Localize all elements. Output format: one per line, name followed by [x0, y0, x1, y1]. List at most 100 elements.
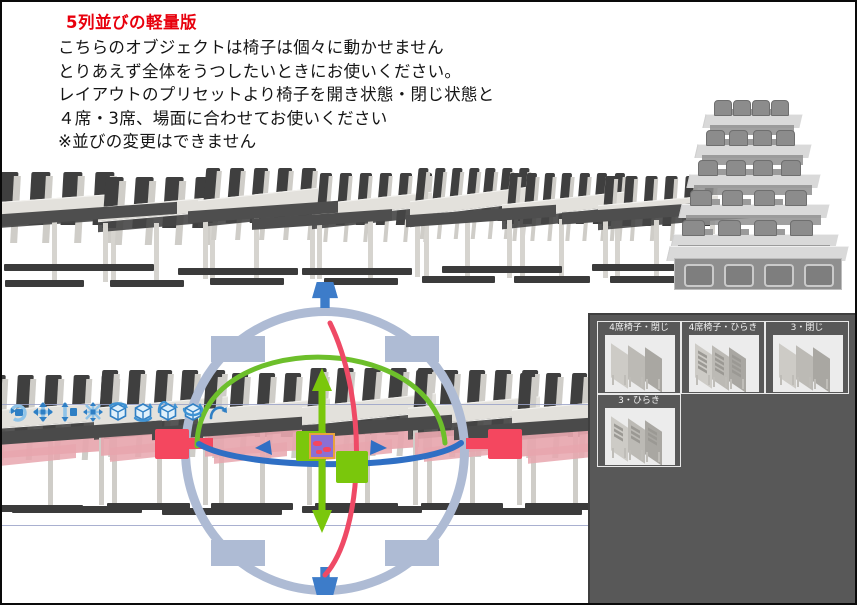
- tier-seat: [682, 220, 705, 236]
- rotate-z-icon[interactable]: [156, 400, 179, 423]
- desk-unit: [198, 167, 319, 285]
- tier-seat: [753, 190, 776, 206]
- thumb-leg: [612, 448, 614, 458]
- floor-shadow: [452, 508, 582, 515]
- desk-shadow: [107, 502, 191, 510]
- desk-leg: [573, 430, 579, 505]
- desk-leg: [414, 215, 420, 278]
- desk-shadow: [211, 502, 294, 510]
- thumb-leg: [814, 379, 816, 389]
- thumb-leg: [725, 377, 727, 387]
- tier-seat: [690, 190, 712, 206]
- desk-leg: [654, 220, 660, 278]
- tier-seat-gap: [743, 199, 752, 205]
- thumb-leg: [612, 375, 614, 385]
- note-line-2: レイアウトのプリセットより椅子を開き状態・閉じ状態と: [58, 85, 495, 104]
- note-line-0: こちらのオブジェクトは椅子は個々に動かせません: [58, 38, 444, 57]
- floor-shadow: [12, 506, 142, 513]
- tier-seat-gap: [773, 169, 782, 175]
- note-line-1: とりあえず全体をうつしたいときにお使いください。: [58, 61, 462, 81]
- tier-riser: [686, 215, 821, 225]
- tier-seat-gap: [718, 169, 727, 175]
- thumb-leg: [624, 375, 626, 385]
- floor-shadow: [302, 506, 422, 513]
- tier-seat-gap: [745, 169, 754, 175]
- desk-leg: [465, 215, 471, 278]
- tier-riser: [694, 185, 812, 195]
- desk-leg: [316, 219, 322, 280]
- desk-leg: [530, 428, 536, 505]
- desk-shadow: [324, 277, 399, 285]
- desk-leg: [254, 216, 260, 280]
- floor-shadow: [4, 264, 154, 271]
- thumb-leg: [646, 452, 648, 462]
- tier-seat: [752, 100, 770, 116]
- thumb-leg: [713, 377, 715, 387]
- tier-row: [670, 88, 848, 288]
- tier-row: [670, 88, 848, 288]
- desk-leg: [368, 219, 374, 280]
- floor-shadow: [302, 268, 412, 275]
- thumb-leg: [646, 379, 648, 389]
- thumb-leg: [809, 377, 811, 387]
- tier-seat-gap: [748, 139, 757, 145]
- desk-leg: [209, 222, 215, 282]
- desk-leg: [203, 430, 209, 505]
- desk-unit: [2, 172, 120, 287]
- desk-leg: [517, 430, 523, 505]
- tier-seat: [729, 130, 749, 146]
- tier-seat: [753, 160, 774, 176]
- tier-base-window: [684, 264, 714, 287]
- desk-leg: [111, 219, 117, 282]
- thumb-leg: [641, 450, 643, 460]
- preset-item[interactable]: 3・ひらき: [597, 394, 681, 467]
- desk-leg: [615, 218, 621, 278]
- thumb-leg: [742, 379, 744, 389]
- move-all-axes-icon[interactable]: [31, 400, 54, 423]
- tier-seat: [790, 220, 813, 236]
- tier-seat: [725, 160, 746, 176]
- rotate-x-icon[interactable]: [106, 400, 129, 423]
- preset-item[interactable]: 4席椅子・閉じ: [597, 321, 681, 394]
- viewport-guide-line-bottom: [2, 525, 855, 526]
- preset-label: 3・ひらき: [618, 396, 660, 406]
- scale-uniform-icon[interactable]: [81, 400, 104, 423]
- thumb-leg: [797, 377, 799, 387]
- reset-arrow-icon[interactable]: [206, 400, 229, 423]
- floor-shadow: [178, 268, 298, 275]
- desk-leg: [260, 430, 266, 505]
- preset-thumbnail: [773, 335, 843, 392]
- tier-base-window: [764, 264, 794, 287]
- tier-riser: [702, 155, 803, 165]
- tier-seat: [706, 130, 726, 146]
- rotate-free-icon[interactable]: [181, 400, 204, 423]
- preset-label: 3・閉じ: [790, 323, 824, 333]
- undo-rotate-icon[interactable]: [6, 400, 29, 423]
- desk-leg: [470, 428, 476, 505]
- tier-seat-gap: [771, 139, 780, 145]
- desk-shadow: [210, 277, 285, 285]
- desk-leg: [423, 219, 429, 280]
- thumb-leg: [696, 375, 698, 385]
- rotate-y-icon[interactable]: [131, 400, 154, 423]
- tier-base: [666, 88, 849, 290]
- desk-leg: [506, 218, 512, 278]
- tier-seat-gap: [711, 199, 720, 205]
- tier-seat: [754, 220, 777, 236]
- desk-leg: [47, 432, 53, 507]
- preset-item[interactable]: 3・閉じ: [765, 321, 849, 394]
- desk-shadow: [110, 279, 185, 287]
- thumb-leg: [624, 448, 626, 458]
- desk-shadow: [525, 502, 606, 510]
- tier-seat: [775, 130, 795, 146]
- desk-unit: [312, 172, 434, 285]
- desk-leg: [112, 432, 118, 507]
- preset-item[interactable]: 4席椅子・ひらき: [681, 321, 765, 394]
- transform-toolbar[interactable]: [6, 400, 229, 423]
- tier-riser: [710, 125, 794, 135]
- desk-leg: [559, 218, 565, 278]
- desk-leg: [52, 219, 58, 282]
- move-vertical-icon[interactable]: [56, 400, 79, 423]
